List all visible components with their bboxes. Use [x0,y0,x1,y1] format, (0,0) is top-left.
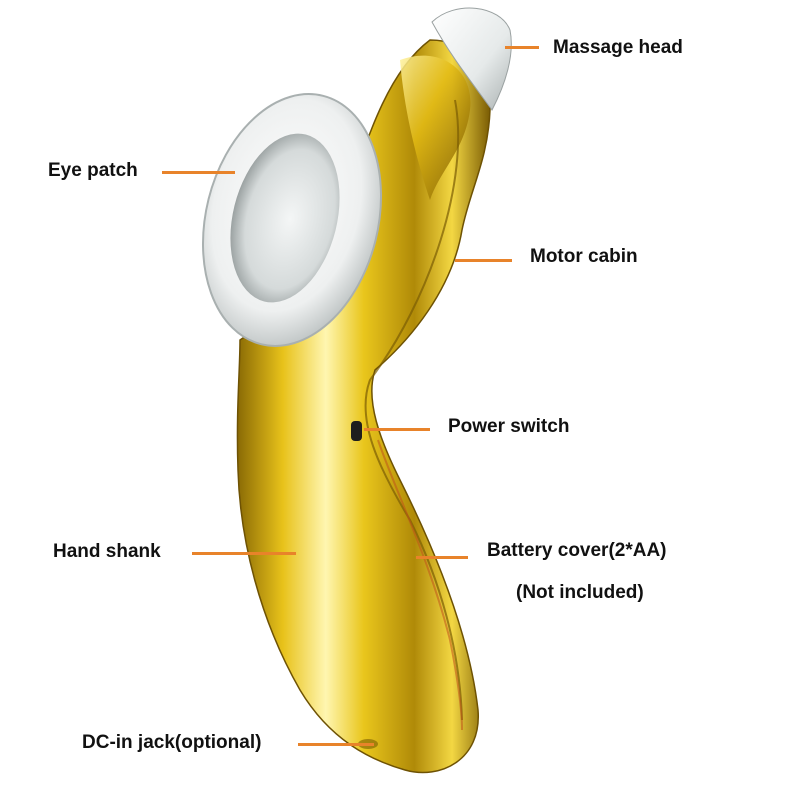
massage-head-leader [505,46,539,49]
hand-shank-leader [192,552,296,555]
battery-cover-edge [377,439,463,731]
battery-cover-leader [416,556,468,559]
motor-cabin-leader [455,259,512,262]
eye-patch-inner [230,133,340,303]
power-switch-leader [364,428,430,431]
head-highlight [400,55,471,200]
massage-head-tip [431,7,512,111]
dc-jack-leader [298,743,374,746]
massage-head-label: Massage head [553,37,683,58]
eye-patch-label: Eye patch [48,160,138,181]
power-switch-label: Power switch [448,416,570,437]
motor-cabin-label: Motor cabin [530,246,638,267]
power-switch-button [351,421,362,441]
dc-jack-label: DC-in jack(optional) [82,732,262,753]
battery-cover-label: Battery cover(2*AA) [487,540,667,561]
eye-patch-leader [162,171,235,174]
hand-shank-label: Hand shank [53,541,161,562]
battery-note-label: (Not included) [516,582,644,603]
